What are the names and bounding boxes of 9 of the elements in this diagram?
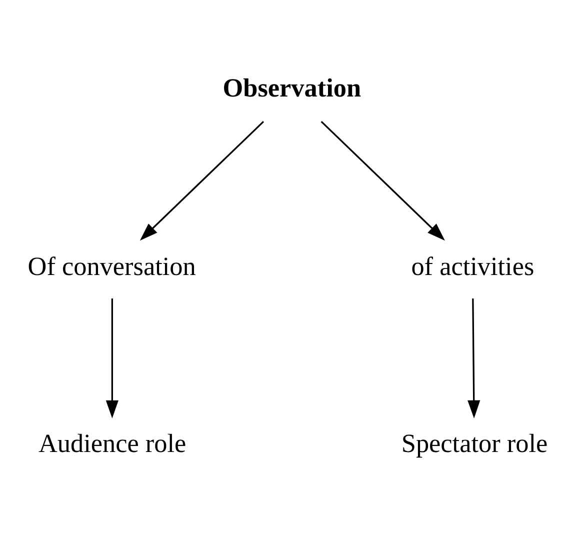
node-text: Of conversation [28,252,196,282]
node-text: of activities [411,252,534,282]
arrow [468,298,480,418]
node-text: Spectator role [401,429,548,458]
arrow [106,298,118,418]
arrow [320,121,445,241]
node-text: Observation [222,74,362,103]
node-text: Audience role [38,429,186,458]
arrow [140,121,264,241]
